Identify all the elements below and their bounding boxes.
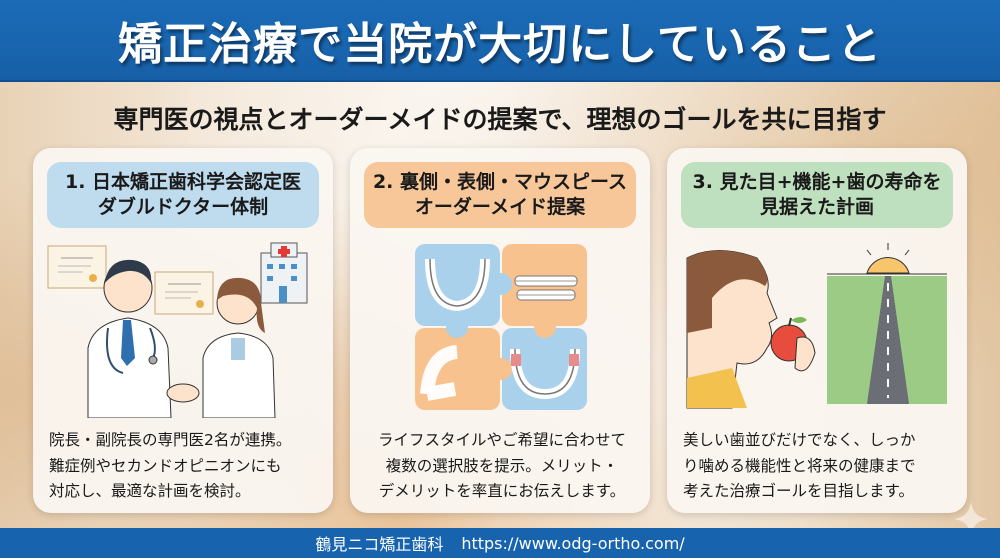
sparkle-icon <box>954 502 988 536</box>
card-title-line1: 3. 見た目+機能+歯の寿命を <box>692 171 942 194</box>
apple-and-road-icon <box>686 243 947 409</box>
card-description: ライフスタイルやご希望に合わせて 複数の選択肢を提示。メリット・ デメリットを率… <box>377 431 626 501</box>
doctors-handshake-icon <box>47 242 308 418</box>
card-double-doctor: 1. 日本矯正歯科学会認定医 ダブルドクター体制 院長・副院長の専門医2名が連携… <box>33 148 333 513</box>
card-long-term-plan: 3. 見た目+機能+歯の寿命を 見据えた計画 美しい歯並びだけでなく、しっか り… <box>667 148 967 513</box>
subtitle: 専門医の視点とオーダーメイドの提案で、理想のゴールを共に目指す <box>113 105 887 134</box>
card-title-line1: 2. 裏側・表側・マウスピース <box>372 171 628 194</box>
card-title-line2: 見据えた計画 <box>759 196 874 218</box>
orthodontic-puzzle-icon <box>415 244 587 410</box>
card-title-line1: 1. 日本矯正歯科学会認定医 <box>64 171 302 194</box>
card-description: 院長・副院長の専門医2名が連携。 難症例やセカンドオピニオンにも 対応し、最適な… <box>49 431 292 501</box>
card-title: 3. 見た目+機能+歯の寿命を 見据えた計画 <box>681 162 953 228</box>
card-custom-proposal: 2. 裏側・表側・マウスピース オーダーメイド提案 ライフスタイルやご希望に合わ… <box>350 148 650 513</box>
card-description: 美しい歯並びだけでなく、しっか り噛める機能性と将来の健康まで 考えた治療ゴール… <box>683 431 916 501</box>
card-title-line2: オーダーメイド提案 <box>414 196 586 218</box>
header-banner: 矯正治療で当院が大切にしていること <box>0 0 1000 82</box>
card-title: 2. 裏側・表側・マウスピース オーダーメイド提案 <box>364 162 636 228</box>
card-title-line2: ダブルドクター体制 <box>97 196 269 218</box>
footer-bar: 鶴見ニコ矯正歯科 https://www.odg-ortho.com/ <box>0 528 1000 558</box>
clinic-url-link[interactable]: https://www.odg-ortho.com/ <box>461 533 685 553</box>
clinic-name: 鶴見ニコ矯正歯科 <box>315 535 444 554</box>
page-title: 矯正治療で当院が大切にしていること <box>118 19 882 70</box>
card-title: 1. 日本矯正歯科学会認定医 ダブルドクター体制 <box>47 162 319 228</box>
